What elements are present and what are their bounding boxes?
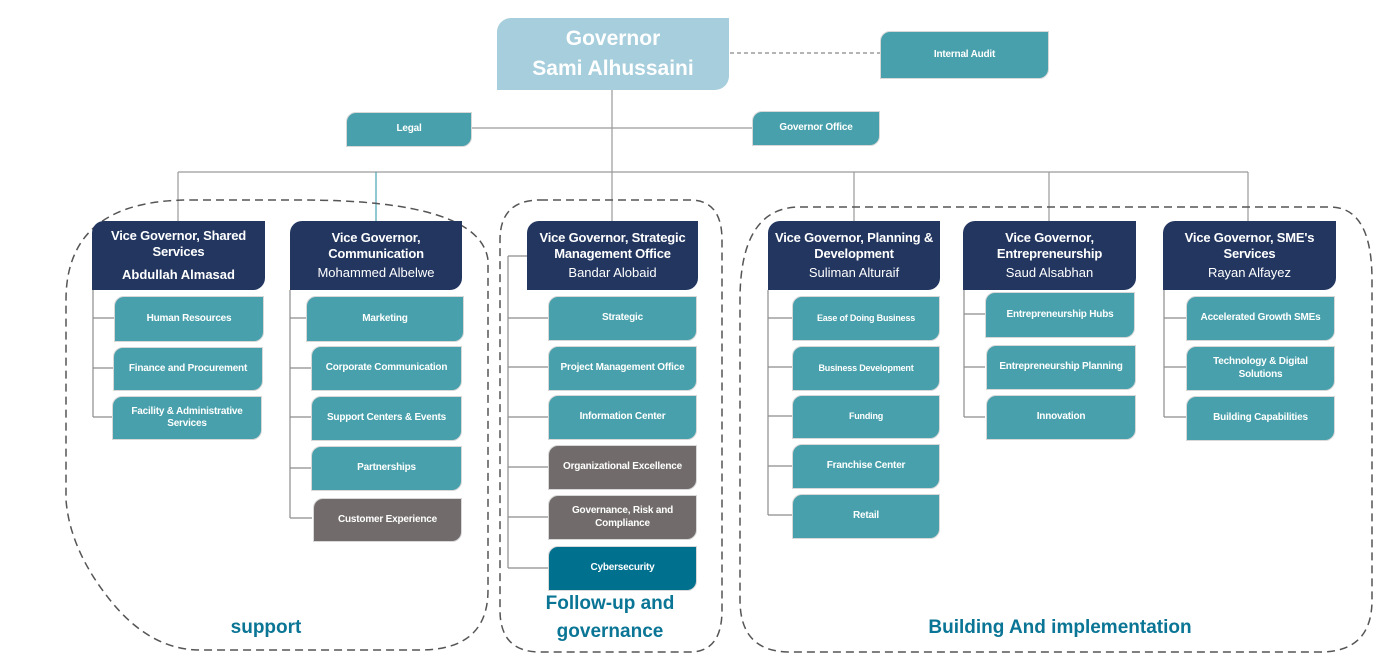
unit-label: Entrepreneurship Planning [999,361,1123,373]
unit-technology-digital-solutions[interactable]: Technology & Digital Solutions [1186,346,1335,391]
unit-ease-of-doing-business[interactable]: Ease of Doing Business [792,296,940,341]
vp-name: Rayan Alfayez [1207,265,1292,281]
unit-strategic[interactable]: Strategic [548,296,697,341]
unit-label: Accelerated Growth SMEs [1200,312,1321,324]
building-group-outline [739,206,1373,653]
vp-strategic-management[interactable]: Vice Governor, Strategic Management Offi… [527,221,698,290]
unit-cybersecurity[interactable]: Cybersecurity [548,546,697,591]
unit-facility-admin[interactable]: Facility & Administrative Services [112,396,262,440]
unit-business-development[interactable]: Business Development [792,346,940,391]
vp-name: Abdullah Almasad [122,266,235,282]
unit-customer-experience[interactable]: Customer Experience [313,498,462,542]
vp-title: Vice Governor, Strategic Management Offi… [539,229,686,261]
vp-planning-development[interactable]: Vice Governor, Planning & Development Su… [768,221,940,290]
unit-retail[interactable]: Retail [792,494,940,539]
unit-label: Entrepreneurship Hubs [1006,308,1114,320]
vp-title: Vice Governor, Communication [328,229,424,261]
unit-label: Organizational Excellence [563,461,682,473]
unit-label: Building Capabilities [1213,412,1308,424]
unit-label: Customer Experience [337,513,438,525]
vp-title: Vice Governor, Entrepreneurship [996,229,1103,261]
vp-entrepreneurship[interactable]: Vice Governor, Entrepreneurship Saud Als… [963,221,1136,290]
unit-label: Technology & Digital Solutions [1213,356,1308,380]
vp-name: Suliman Alturaif [808,265,900,281]
unit-label: Corporate Communication [325,362,448,374]
unit-label: Governance, Risk and Compliance [571,505,674,529]
internal-audit-box[interactable]: Internal Audit [880,31,1049,79]
unit-corporate-communication[interactable]: Corporate Communication [311,346,462,391]
governor-office-label: Governor Office [779,122,853,134]
unit-label: Finance and Procurement [128,362,248,374]
unit-governance-risk-compliance[interactable]: Governance, Risk and Compliance [548,495,697,540]
vp-shared-services[interactable]: Vice Governor, Shared Services Abdullah … [92,221,265,290]
legal-box[interactable]: Legal [346,112,472,147]
group-label-building: Building And implementation [928,617,1192,638]
unit-label: Ease of Doing Business [816,312,916,323]
unit-human-resources[interactable]: Human Resources [114,296,264,342]
unit-entrepreneurship-hubs[interactable]: Entrepreneurship Hubs [985,292,1135,338]
unit-innovation[interactable]: Innovation [986,395,1136,440]
unit-finance-procurement[interactable]: Finance and Procurement [113,347,263,391]
legal-label: Legal [396,123,422,135]
unit-building-capabilities[interactable]: Building Capabilities [1186,396,1335,441]
group-label-follow-up: Follow-up and governance [545,593,675,642]
governor-name: Sami Alhussaini [532,57,694,80]
internal-audit-label: Internal Audit [933,48,996,60]
unit-accelerated-growth-smes[interactable]: Accelerated Growth SMEs [1186,296,1335,341]
vp-title: Vice Governor, SME's Services [1184,229,1315,261]
unit-label: Strategic [602,312,643,324]
vp-name: Mohammed Albelwe [317,265,435,281]
unit-label: Business Development [818,362,914,373]
unit-label: Human Resources [146,312,232,324]
unit-project-management-office[interactable]: Project Management Office [548,346,697,391]
follow-up-group-outline [499,199,723,653]
unit-label: Retail [852,510,880,522]
unit-label: Information Center [579,411,666,423]
vp-sme-services[interactable]: Vice Governor, SME's Services Rayan Alfa… [1163,221,1336,290]
unit-label: Cybersecurity [590,562,655,574]
governor-office-box[interactable]: Governor Office [752,111,880,146]
governor-title: Governor [565,26,661,50]
unit-franchise-center[interactable]: Franchise Center [792,444,940,489]
unit-label: Project Management Office [560,362,685,374]
unit-label: Support Centers & Events [326,412,447,424]
unit-label: Franchise Center [826,460,906,472]
unit-organizational-excellence[interactable]: Organizational Excellence [548,445,697,490]
governor-box[interactable]: Governor Sami Alhussaini [497,18,729,90]
vp-name: Saud Alsabhan [1005,265,1094,281]
vp-communication[interactable]: Vice Governor, Communication Mohammed Al… [290,221,462,290]
unit-label: Funding [848,411,884,422]
unit-support-centers[interactable]: Support Centers & Events [311,396,462,441]
group-label-support: support [230,617,302,638]
unit-marketing[interactable]: Marketing [306,296,464,342]
unit-label: Marketing [362,312,408,324]
unit-label: Innovation [1036,411,1086,423]
unit-label: Partnerships [357,462,416,474]
unit-funding[interactable]: Funding [792,395,940,439]
unit-partnerships[interactable]: Partnerships [311,446,462,491]
unit-entrepreneurship-planning[interactable]: Entrepreneurship Planning [986,345,1136,390]
vp-name: Bandar Alobaid [568,265,657,281]
vp-title: Vice Governor, Shared Services [110,228,246,260]
unit-label: Facility & Administrative Services [131,405,243,430]
support-group-outline [65,199,489,651]
vp-title: Vice Governor, Planning & Development [774,229,934,261]
unit-information-center[interactable]: Information Center [548,395,697,440]
